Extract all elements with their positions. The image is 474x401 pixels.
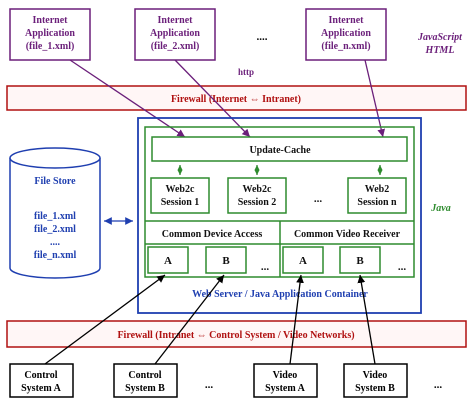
svg-text:Video: Video [273, 370, 298, 381]
session-n-line1: Web2 [365, 184, 389, 195]
video-receiver-label: Common Video Receiver [294, 229, 401, 240]
app-1-line2: Application [25, 28, 75, 39]
video-port-a: A [282, 246, 324, 274]
control-system-a: Control System A [9, 363, 74, 398]
session-2-line1: Web2c [243, 184, 272, 195]
file-store-file-1: file_1.xml [34, 211, 76, 222]
container-label: Web Server / Java Application Container [192, 289, 368, 300]
file-store-file-n: file_n.xml [34, 250, 77, 261]
internet-app-2: Internet Application (file_2.xml) [134, 8, 216, 61]
apps-ellipsis: .... [257, 31, 268, 43]
app-2-line3: (file_2.xml) [151, 41, 200, 52]
firewall-bottom-label: Firewall (Intranet ⇔ Control System / Vi… [117, 330, 354, 341]
svg-text:A: A [164, 255, 172, 267]
svg-text:System B: System B [125, 383, 165, 394]
firewall-top: Firewall (Internet ⇔ Intranet) [6, 85, 467, 111]
session-1: Web2c Session 1 [150, 177, 210, 214]
svg-text:B: B [222, 255, 230, 267]
http-label: http [238, 67, 254, 77]
device-port-a: A [147, 246, 189, 274]
internet-app-1: Internet Application (file_1.xml) [9, 8, 91, 61]
svg-text:System A: System A [265, 383, 306, 394]
update-cache: Update-Cache [151, 136, 408, 162]
app-2-line2: Application [150, 28, 200, 39]
app-n-line3: (file_n.xml) [321, 41, 370, 52]
app-1-line1: Internet [33, 15, 69, 26]
session-1-line1: Web2c [166, 184, 195, 195]
svg-text:Control: Control [128, 370, 161, 381]
svg-text:System A: System A [21, 383, 62, 394]
device-port-b: B [205, 246, 247, 274]
svg-text:Video: Video [363, 370, 388, 381]
session-n-line2: Session n [357, 197, 397, 208]
update-cache-label: Update-Cache [249, 145, 311, 156]
file-store: File Store file_1.xml file_2.xml .... fi… [9, 147, 101, 279]
cache-session-arrows [177, 165, 383, 175]
http-arrows [69, 59, 386, 138]
app-1-line3: (file_1.xml) [26, 41, 75, 52]
javascript-label: JavaScript [417, 32, 463, 43]
system-arrows [44, 274, 376, 365]
svg-text:System B: System B [355, 383, 395, 394]
svg-text:B: B [356, 255, 364, 267]
device-access-label: Common Device Access [162, 229, 263, 240]
file-store-title: File Store [34, 176, 76, 187]
firewall-bottom: Firewall (Intranet ⇔ Control System / Vi… [6, 320, 467, 348]
internet-app-n: Internet Application (file_n.xml) [305, 8, 387, 61]
video-system-b: Video System B [343, 363, 408, 398]
session-2-line2: Session 2 [238, 197, 277, 208]
video-ports-ellipsis: ... [398, 261, 407, 273]
session-2: Web2c Session 2 [227, 177, 287, 214]
app-n-line1: Internet [329, 15, 365, 26]
video-systems-ellipsis: ... [434, 379, 443, 391]
svg-text:Control: Control [24, 370, 57, 381]
control-systems-ellipsis: ... [205, 379, 214, 391]
file-store-file-2: file_2.xml [34, 224, 76, 235]
video-port-b: B [339, 246, 381, 274]
control-system-b: Control System B [113, 363, 178, 398]
device-ports-ellipsis: ... [261, 261, 270, 273]
session-1-line2: Session 1 [161, 197, 200, 208]
java-label: Java [430, 203, 450, 214]
firewall-top-label: Firewall (Internet ⇔ Intranet) [171, 94, 301, 105]
svg-text:A: A [299, 255, 307, 267]
app-2-line1: Internet [158, 15, 194, 26]
app-n-line2: Application [321, 28, 371, 39]
web-server-container [137, 117, 422, 314]
sessions-ellipsis: ... [314, 193, 323, 205]
session-n: Web2 Session n [347, 177, 407, 214]
html-label: HTML [425, 45, 455, 56]
file-store-ellipsis: .... [50, 237, 61, 248]
video-system-a: Video System A [253, 363, 318, 398]
